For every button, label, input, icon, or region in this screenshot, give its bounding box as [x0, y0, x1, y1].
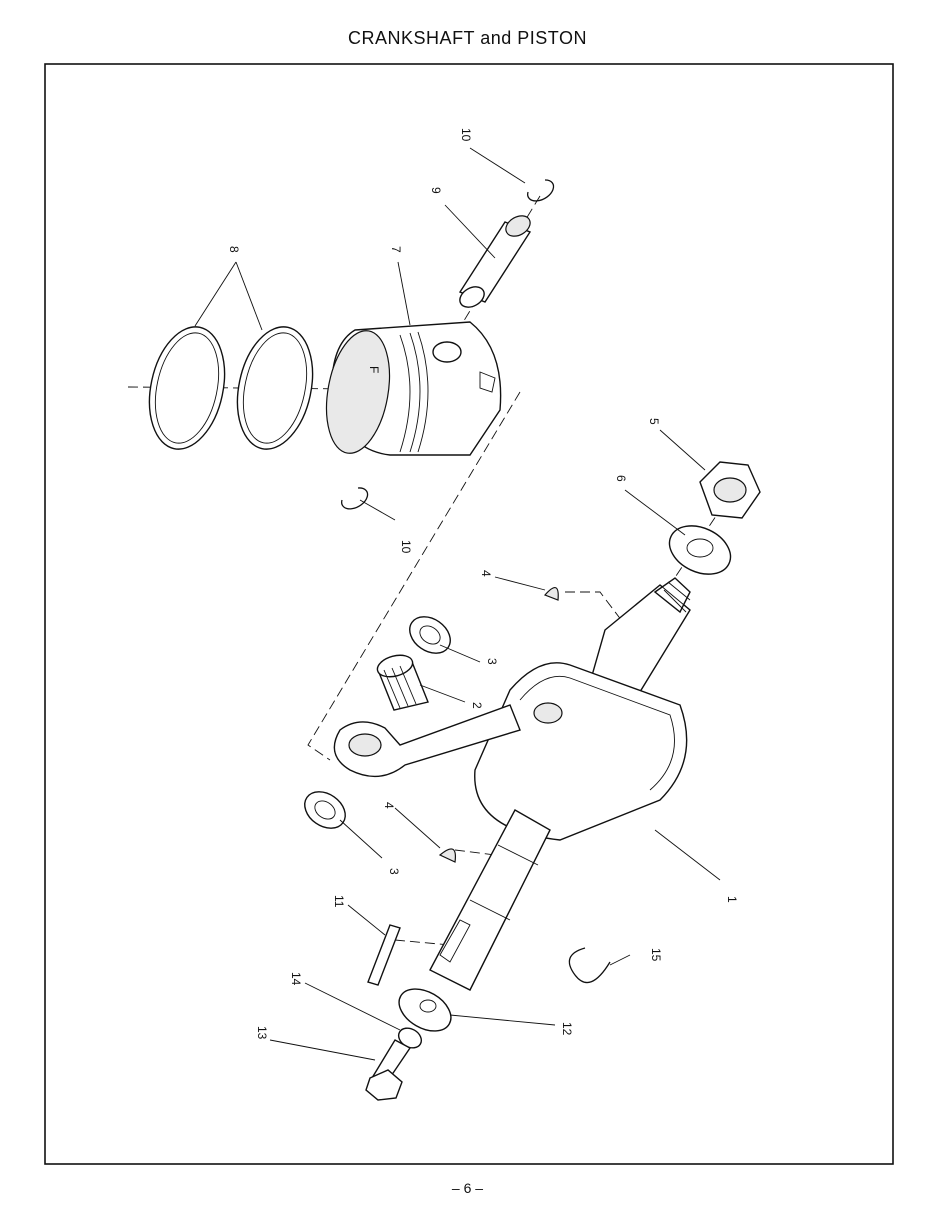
circlip-upper [527, 179, 555, 202]
assembly-line-piston-to-rod [307, 391, 521, 761]
callout-14: 14 [289, 972, 303, 986]
lock-washer [668, 525, 732, 575]
callout-6: 6 [614, 475, 628, 482]
callout-4-lower: 4 [382, 802, 396, 809]
circlip-lower [341, 487, 369, 510]
callout-3-lower: 3 [387, 868, 401, 875]
callout-12: 12 [560, 1022, 574, 1036]
page-title: CRANKSHAFT and PISTON [348, 28, 587, 48]
thrust-washer-upper [409, 616, 451, 654]
callout-13: 13 [255, 1026, 269, 1040]
needle-bearing [376, 654, 429, 711]
thrust-washer-lower [304, 791, 346, 829]
page-number: – 6 – [451, 1180, 484, 1196]
crankshaft-assembly [333, 577, 691, 991]
key-line-lower [454, 849, 496, 856]
hex-bolt [365, 1039, 412, 1101]
callout-3-upper: 3 [485, 658, 499, 665]
callout-4-upper: 4 [479, 570, 493, 577]
crankshaft-nut [699, 461, 761, 519]
retaining-clip [568, 947, 611, 984]
key-line-upper [565, 591, 626, 626]
diagram-border [44, 63, 894, 1165]
piston-mark-f: F [367, 366, 381, 373]
callout-2: 2 [470, 702, 484, 709]
callout-7: 7 [389, 246, 403, 253]
end-washer [398, 988, 452, 1032]
piston-ring-2 [236, 326, 314, 450]
callout-1: 1 [725, 896, 739, 903]
piston-pin [458, 215, 532, 308]
key-line-drive [394, 939, 451, 946]
drive-key [367, 924, 401, 986]
callout-8: 8 [227, 246, 241, 253]
woodruff-key-lower [438, 848, 457, 863]
woodruff-key-upper [543, 587, 559, 601]
callout-10-lower: 10 [399, 540, 413, 554]
piston [325, 321, 502, 456]
piston-ring-1 [148, 326, 226, 450]
callout-9: 9 [429, 187, 443, 194]
callout-15: 15 [649, 948, 663, 962]
callout-10-upper: 10 [459, 128, 473, 142]
callout-11: 11 [332, 895, 346, 908]
callout-5: 5 [647, 418, 661, 425]
